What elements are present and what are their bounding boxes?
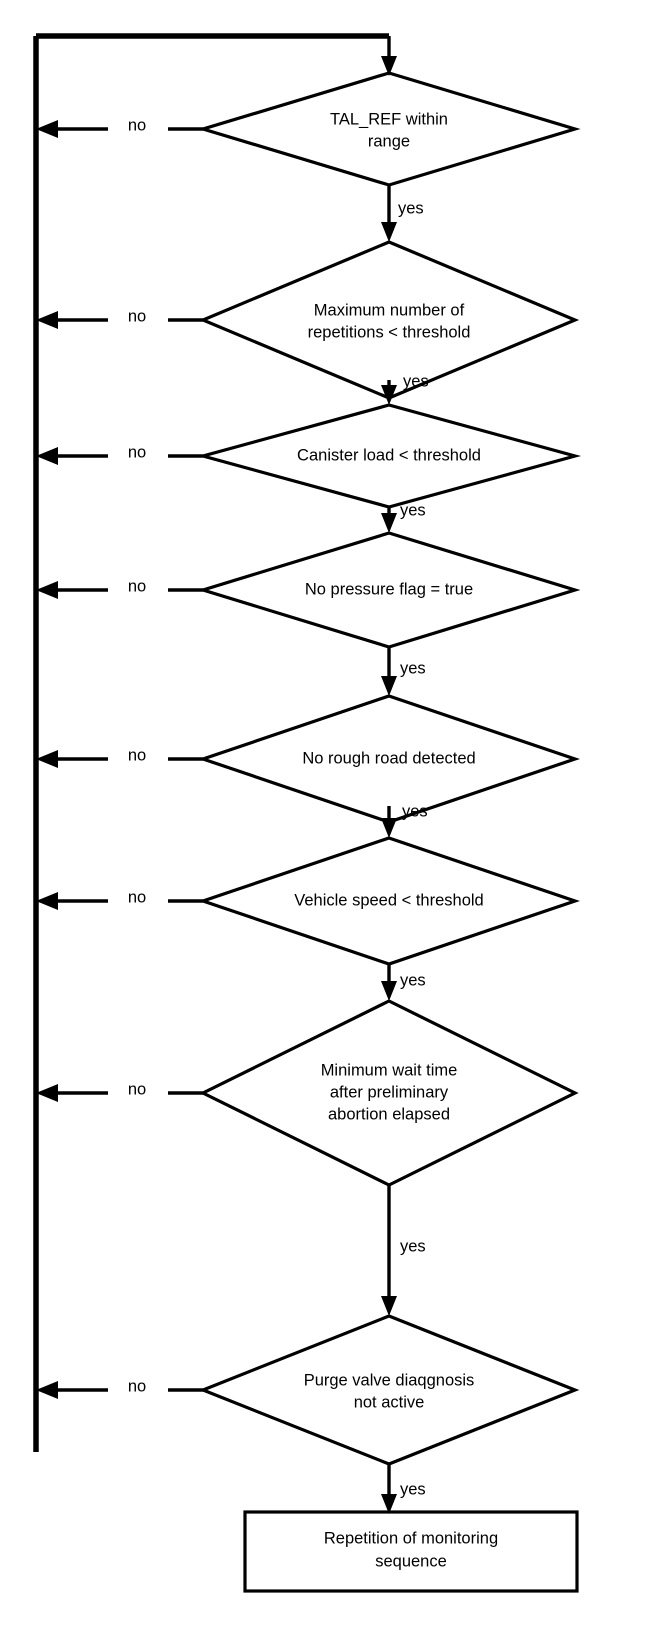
yes-branch-label-3: yes (400, 501, 426, 519)
decision-label-line-1: Vehicle speed < threshold (294, 891, 483, 909)
yes-branch-3: yes (381, 501, 426, 533)
yes-branch-arrow-head-3 (381, 513, 397, 533)
yes-branch-7: yes (381, 1185, 426, 1316)
no-branch-7: no (36, 1080, 203, 1102)
process-label-line-1: Repetition of monitoring (324, 1529, 498, 1547)
decision-label-line-1: No rough road detected (302, 749, 475, 767)
no-branch-8: no (36, 1377, 203, 1399)
no-branch-arrow-head-8 (36, 1381, 58, 1399)
yes-branch-5: yes (381, 802, 428, 838)
process-label-line-2: sequence (375, 1552, 447, 1570)
decision-label-line-2: repetitions < threshold (308, 323, 471, 341)
no-branch-4: no (36, 577, 203, 599)
no-branch-6: no (36, 888, 203, 910)
no-branch-arrow-head-3 (36, 447, 58, 465)
no-branch-5: no (36, 746, 203, 768)
decision-label-line-2: after preliminary (330, 1083, 449, 1101)
no-branch-1: no (36, 116, 203, 138)
abort-return-rail (33, 33, 389, 1452)
no-branch-arrow-head-5 (36, 750, 58, 768)
yes-branch-2: yes (381, 372, 429, 405)
yes-branch-1: yes (381, 185, 424, 242)
no-branch-arrow-head-6 (36, 892, 58, 910)
decision-node-no-rough-road[interactable]: No rough road detected (198, 694, 580, 824)
yes-branch-arrow-head-2 (381, 385, 397, 405)
yes-branch-label-1: yes (398, 199, 424, 217)
no-branch-arrow-head-4 (36, 581, 58, 599)
decision-diamond (198, 240, 580, 400)
decision-label-line-2: not active (354, 1393, 425, 1411)
no-branch-arrow-head-2 (36, 311, 58, 329)
no-branch-label-6: no (128, 888, 146, 906)
no-branch-2: no (36, 307, 203, 329)
decision-label-line-1: Maximum number of (314, 301, 465, 319)
decision-label-line-1: No pressure flag = true (305, 580, 473, 598)
no-branch-label-3: no (128, 443, 146, 461)
decision-node-tal-ref-within-range[interactable]: TAL_REF within range (197, 71, 581, 187)
yes-branch-label-4: yes (400, 659, 426, 677)
yes-branch-arrow-head-4 (381, 676, 397, 696)
yes-branch-arrow-head-1 (381, 222, 397, 242)
yes-branch-arrow-head-5 (381, 818, 397, 838)
no-branch-label-8: no (128, 1377, 146, 1395)
yes-branch-8: yes (381, 1464, 426, 1514)
no-branch-label-7: no (128, 1080, 146, 1098)
no-branch-3: no (36, 443, 203, 465)
yes-branch-6: yes (381, 964, 426, 1001)
decision-diamond (197, 71, 581, 187)
decision-label-line-2: range (368, 132, 410, 150)
decision-node-no-pressure-flag[interactable]: No pressure flag = true (197, 531, 581, 649)
decision-node-minimum-wait-time[interactable]: Minimum wait time after preliminary abor… (199, 999, 579, 1187)
yes-branch-label-5: yes (402, 802, 428, 820)
entry-arrow-head (381, 56, 397, 76)
decision-node-vehicle-speed[interactable]: Vehicle speed < threshold (198, 836, 580, 966)
yes-branch-4: yes (381, 647, 426, 696)
yes-branch-label-2: yes (403, 372, 429, 390)
decision-node-maximum-number-of-repetitions[interactable]: Maximum number of repetitions < threshol… (198, 240, 580, 400)
decision-node-canister-load[interactable]: Canister load < threshold (196, 403, 582, 509)
no-branch-label-1: no (128, 116, 146, 134)
yes-branch-label-6: yes (400, 971, 426, 989)
decision-label-line-1: TAL_REF within (330, 110, 448, 128)
entry-arrow (381, 36, 397, 76)
yes-branch-label-8: yes (400, 1480, 426, 1498)
yes-branch-label-7: yes (400, 1237, 426, 1255)
yes-branch-arrow-head-7 (381, 1296, 397, 1316)
no-branch-label-2: no (128, 307, 146, 325)
process-node-repetition-of-monitoring-sequence[interactable]: Repetition of monitoring sequence (243, 1510, 579, 1593)
no-branch-label-5: no (128, 746, 146, 764)
yes-branch-arrow-head-6 (381, 981, 397, 1001)
decision-label-line-1: Canister load < threshold (297, 446, 481, 464)
decision-label-line-1: Purge valve diaqgnosis (304, 1371, 475, 1389)
decision-label-line-3: abortion elapsed (328, 1105, 450, 1123)
no-branch-arrow-head-7 (36, 1084, 58, 1102)
decision-label-line-1: Minimum wait time (321, 1061, 458, 1079)
decision-node-purge-valve-diagnosis[interactable]: Purge valve diaqgnosis not active (198, 1314, 580, 1466)
process-box (243, 1510, 579, 1593)
no-branch-arrow-head-1 (36, 120, 58, 138)
no-branch-label-4: no (128, 577, 146, 595)
decision-diamond (198, 1314, 580, 1466)
yes-branch-arrow-head-8 (381, 1494, 397, 1514)
